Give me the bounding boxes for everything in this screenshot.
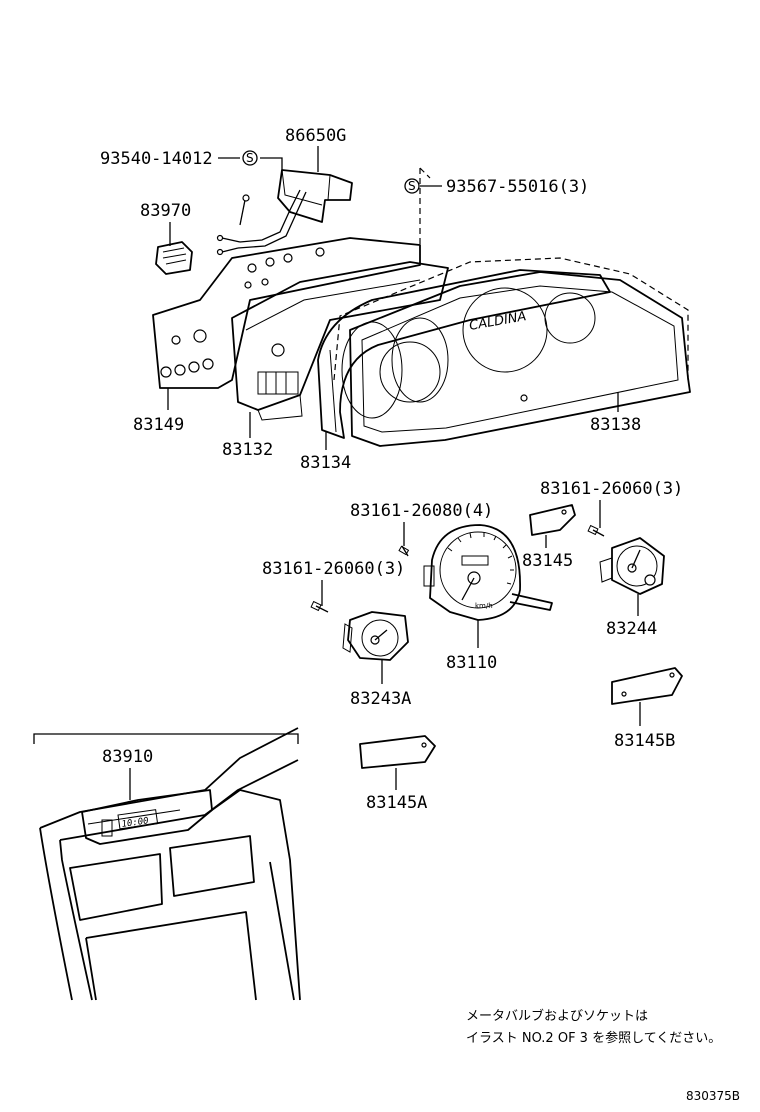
part-83149-back-plate[interactable] — [152, 237, 421, 389]
part-83910-clock[interactable]: 10:00 — [81, 789, 213, 845]
note-line-1: メータバルブおよびソケットは — [466, 1008, 648, 1024]
note-line-2: イラスト NO.2 OF 3 を参照してください。 — [466, 1030, 721, 1046]
label-83134[interactable]: 83134 — [300, 453, 351, 473]
label-83149[interactable]: 83149 — [133, 415, 184, 435]
screw-83161-26060-right[interactable] — [587, 524, 605, 537]
part-83145B-plate[interactable] — [611, 667, 683, 705]
label-86650G[interactable]: 86650G — [285, 126, 346, 146]
label-93567-55016[interactable]: 93567-55016(3) — [446, 177, 589, 197]
part-83244-temp-gauge[interactable] — [599, 537, 665, 595]
label-93540-14012[interactable]: 93540-14012 — [100, 149, 213, 169]
clock-digits-text: 10:00 — [121, 816, 149, 830]
part-83110-speedometer[interactable]: km/h — [423, 524, 553, 621]
part-83145-plate[interactable] — [529, 504, 576, 536]
label-83910[interactable]: 83910 — [102, 747, 153, 767]
label-83132[interactable]: 83132 — [222, 440, 273, 460]
svg-text:S: S — [408, 179, 416, 193]
label-83161-26060-left[interactable]: 83161-26060(3) — [262, 559, 405, 579]
svg-text:S: S — [246, 151, 254, 165]
sealant-symbol-2: S — [404, 178, 420, 194]
part-86650G-buzzer[interactable] — [216, 169, 353, 256]
leader-lines — [129, 146, 641, 800]
part-83145A-plate[interactable] — [359, 735, 436, 769]
label-83161-26060-right[interactable]: 83161-26060(3) — [540, 479, 683, 499]
label-83243A[interactable]: 83243A — [350, 689, 411, 709]
label-83970[interactable]: 83970 — [140, 201, 191, 221]
label-83145A[interactable]: 83145A — [366, 793, 427, 813]
label-83161-26080[interactable]: 83161-26080(4) — [350, 501, 493, 521]
label-83145B[interactable]: 83145B — [614, 731, 675, 751]
label-83110[interactable]: 83110 — [446, 653, 497, 673]
screw-83161-26080[interactable] — [398, 545, 410, 557]
label-83138[interactable]: 83138 — [590, 415, 641, 435]
label-83244[interactable]: 83244 — [606, 619, 657, 639]
sealant-symbol-1: S — [242, 150, 258, 166]
inset-bracket — [33, 733, 299, 744]
part-83134-dial-panel[interactable] — [317, 269, 611, 439]
screw-83161-26060-left[interactable] — [310, 600, 329, 613]
speed-unit-text: km/h — [475, 602, 493, 610]
part-83243A-fuel-gauge[interactable] — [342, 611, 409, 661]
figure-code: 830375B — [686, 1089, 740, 1103]
screw-ref-line-93567-h — [419, 167, 431, 179]
part-83132-case[interactable] — [231, 261, 449, 421]
dashboard-center-panel — [39, 727, 301, 1001]
brand-text: CALDINA — [468, 309, 527, 334]
part-83970-connector[interactable] — [155, 241, 193, 275]
label-83145[interactable]: 83145 — [522, 551, 573, 571]
